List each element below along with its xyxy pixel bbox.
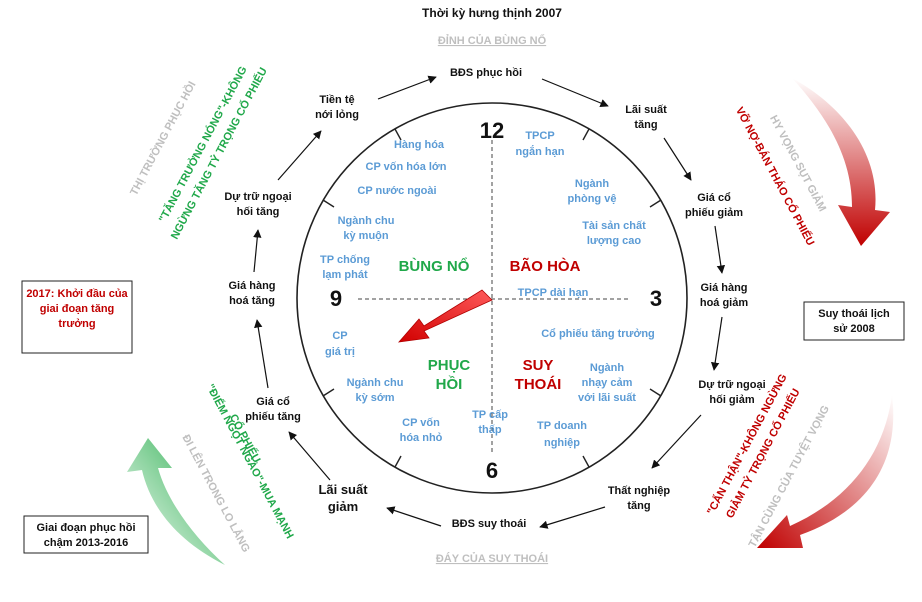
green-curved-arrow [127, 438, 225, 565]
item-tpcp-ngan-han-1: TPCP [525, 130, 554, 142]
item-tpcp-ngan-han-2: ngắn hạn [516, 145, 565, 158]
item-tai-san-chat-luong-1: Tài sản chất [582, 220, 646, 232]
node-gia-hang-hoa-tang-1: Giá hàng [228, 280, 275, 292]
clock-number-9: 9 [330, 286, 342, 311]
item-tp-cap-thap-2: thấp [478, 424, 502, 436]
note-hy-vong-sut-giam: HY VỌNG SỤT GIẢM [767, 113, 829, 214]
node-gia-cp-giam-2: phiếu giảm [685, 207, 743, 219]
item-nganh-chu-ky-muon-2: kỳ muộn [343, 230, 389, 242]
quadrant-recovery-line2: HỒI [436, 375, 463, 393]
node-gia-cp-tang-1: Giá cổ [256, 396, 290, 408]
node-du-tru-tang-2: hối tăng [237, 206, 280, 218]
clock-face [296, 102, 688, 494]
node-gia-hang-hoa-giam-2: hoá giảm [700, 297, 749, 309]
quadrant-recession-line1: SUY [523, 357, 554, 374]
box-khoi-dau-line3: trưởng [58, 318, 95, 330]
node-du-tru-giam-2: hối giảm [709, 394, 754, 406]
node-that-nghiep-2: tăng [627, 500, 650, 512]
box-khoi-dau-line1: 2017: Khởi đầu của [26, 288, 128, 300]
node-bds-phuc-hoi: BĐS phục hồi [450, 67, 522, 79]
node-du-tru-tang-1: Dự trữ ngoại [224, 191, 291, 203]
node-gia-hang-hoa-giam-1: Giá hàng [700, 282, 747, 294]
node-bds-suy-thoai: BĐS suy thoái [452, 518, 527, 530]
clock-ticks [322, 128, 662, 468]
item-tai-san-chat-luong-2: lượng cao [587, 235, 642, 247]
node-gia-cp-tang-2: phiếu tăng [245, 411, 301, 423]
item-cp-von-hoa-nho-1: CP vốn [402, 417, 440, 429]
box-khoi-dau [21, 280, 133, 354]
item-nganh-nhay-cam-2: nhạy cảm [582, 377, 633, 389]
quadrant-boom: BÙNG NỔ [399, 257, 470, 275]
node-lai-suat-giam-1: Lãi suất [318, 482, 368, 497]
page-title: Thời kỳ hưng thịnh 2007 [422, 6, 562, 20]
item-cp-von-hoa-nho-2: hóa nhỏ [400, 432, 443, 444]
box-phuc-hoi-cham-line1: Giai đoạn phục hồi [37, 522, 136, 534]
item-cp-tang-truong: Cổ phiếu tăng trưởng [541, 328, 655, 340]
item-tp-doanh-nghiep-2: nghiệp [544, 437, 580, 449]
trough-label: ĐÁY CỦA SUY THOÁI [436, 552, 548, 565]
quadrant-recovery-line1: PHỤC [428, 357, 471, 374]
clock-number-12: 12 [480, 118, 504, 143]
item-nganh-phong-ve-2: phòng vệ [568, 193, 617, 205]
item-nganh-nhay-cam-1: Ngành [590, 362, 625, 374]
node-lai-suat-giam-2: giảm [328, 499, 358, 514]
item-nganh-nhay-cam-3: với lãi suất [578, 392, 636, 404]
item-tp-cap-thap-1: TP cấp [472, 409, 508, 421]
box-khoi-dau-line2: giai đoạn tăng [40, 303, 115, 315]
node-gia-cp-giam-1: Giá cổ [697, 192, 731, 204]
item-tp-chong-lam-phat-2: lạm phát [322, 269, 368, 281]
quadrant-recession-line2: THOÁI [515, 376, 562, 393]
node-tien-te-2: nới lỏng [315, 109, 359, 121]
item-tp-chong-lam-phat-1: TP chống [320, 254, 370, 266]
box-phuc-hoi-cham-line2: chậm 2013-2016 [44, 537, 128, 549]
item-cp-gia-tri-2: giá trị [325, 346, 355, 358]
node-lai-suat-tang-1: Lãi suất [625, 104, 667, 116]
item-tpcp-dai-han: TPCP dài hạn [518, 287, 589, 299]
box-phuc-hoi-cham [23, 515, 149, 554]
red-curved-arrow-top [792, 78, 890, 246]
clock-number-6: 6 [486, 458, 498, 483]
box-suy-thoai-line1: Suy thoái lịch [818, 308, 890, 320]
box-suy-thoai-line2: sử 2008 [833, 323, 875, 335]
node-that-nghiep-1: Thất nghiệp [608, 485, 671, 497]
item-cp-von-hoa-lon: CP vốn hóa lớn [366, 161, 447, 173]
node-du-tru-giam-1: Dự trữ ngoại [698, 379, 765, 391]
cycle-arrows [253, 75, 726, 529]
item-nganh-phong-ve-1: Ngành [575, 178, 610, 190]
quadrant-saturation: BÃO HÒA [510, 257, 581, 275]
node-tien-te-1: Tiền tệ [319, 94, 354, 106]
item-nganh-chu-ky-som-2: kỳ sớm [355, 392, 394, 404]
red-curved-arrow-bottom [757, 395, 894, 548]
node-gia-hang-hoa-tang-2: hoá tăng [229, 295, 275, 307]
item-cp-nuoc-ngoai: CP nước ngoài [357, 185, 436, 197]
clock-number-3: 3 [650, 286, 662, 311]
peak-label: ĐỈNH CỦA BÙNG NỔ [438, 34, 547, 47]
item-nganh-chu-ky-som-1: Ngành chu [347, 377, 404, 389]
clock-hand-arrow [398, 289, 493, 343]
node-lai-suat-tang-2: tăng [634, 119, 657, 131]
item-tp-doanh-nghiep-1: TP doanh [537, 420, 587, 432]
item-nganh-chu-ky-muon-1: Ngành chu [338, 215, 395, 227]
item-hang-hoa: Hàng hóa [394, 139, 445, 151]
item-cp-gia-tri-1: CP [332, 330, 347, 342]
box-suy-thoai-2008 [803, 301, 905, 341]
